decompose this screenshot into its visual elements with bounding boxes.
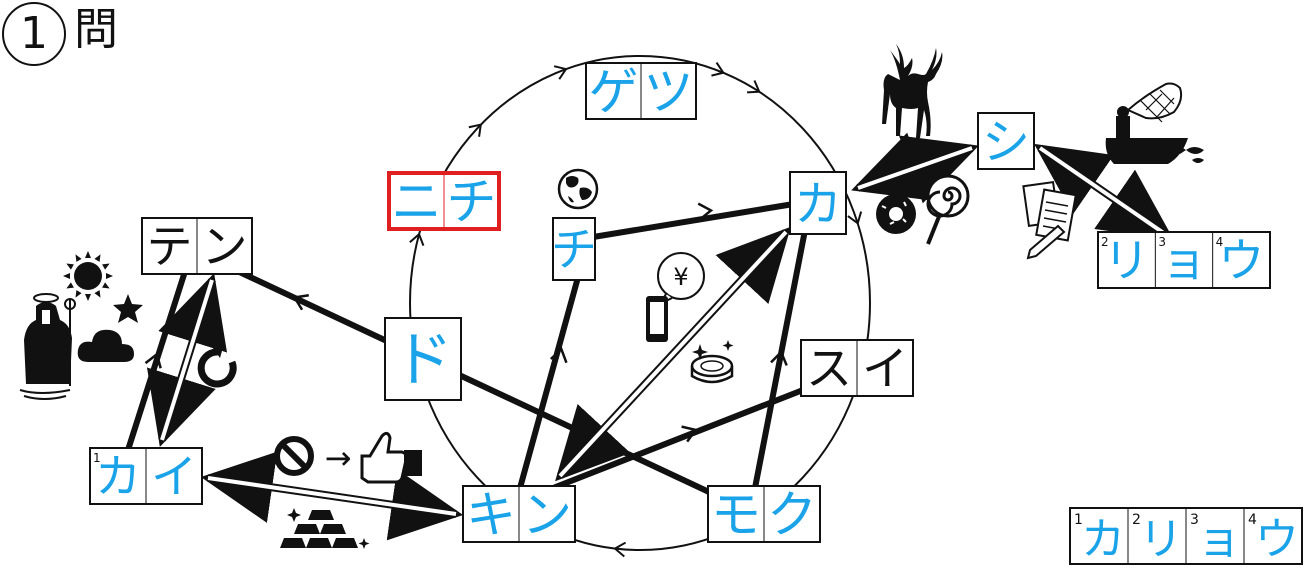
answer-char: リ — [1139, 514, 1183, 565]
smartphone-icon — [646, 296, 668, 342]
relation-arrows — [146, 132, 1174, 541]
direction-chevron — [847, 211, 863, 225]
lollipop-icon — [926, 174, 970, 245]
box-index-number: 3 — [1158, 235, 1166, 249]
arrow-glyph: → — [325, 439, 352, 477]
box-char: カ — [794, 176, 842, 232]
fish-icon — [1180, 146, 1204, 163]
box-char: ウ — [1218, 234, 1264, 288]
word-box-nichi: ニチ — [387, 171, 501, 231]
question-suffix: 問 — [74, 4, 118, 55]
word-box-sui: スイ — [800, 339, 914, 397]
box-char: リ — [1104, 234, 1150, 288]
sparkle-icon — [692, 340, 734, 360]
box-index-number: 4 — [1216, 235, 1224, 249]
answer-index-number: 1 — [1074, 512, 1083, 528]
yen-bubble-icon: ¥ — [657, 252, 705, 307]
box-char: シ — [982, 114, 1030, 170]
line-chi-kin — [517, 267, 583, 491]
word-box-ryou: リ2 ョ3 ウ4 — [1097, 231, 1271, 289]
donut-icon — [876, 194, 916, 234]
word-box-do: ド — [384, 317, 462, 401]
coin-icon — [690, 354, 734, 384]
globe-icon — [557, 168, 599, 210]
fisherman-icon — [1105, 82, 1188, 164]
word-box-moku: モク — [707, 485, 821, 544]
line-ten-moku — [215, 259, 759, 517]
box-char: チ — [447, 173, 497, 231]
direction-chevron — [697, 202, 714, 221]
direction-chevron — [613, 541, 627, 558]
direction-chevron — [711, 62, 725, 77]
arrow-ka-kin — [555, 226, 791, 482]
box-char: イ — [862, 342, 908, 396]
box-char: ス — [806, 342, 852, 396]
answer-index-number: 2 — [1132, 512, 1141, 528]
rotate-icon — [197, 344, 237, 388]
word-box-chi: チ — [551, 217, 597, 281]
box-char: ニ — [392, 173, 442, 231]
thumbs-up-icon — [360, 431, 422, 484]
star-icon — [113, 294, 143, 323]
box-index-number: 1 — [93, 451, 101, 465]
direction-chevron — [468, 123, 482, 137]
word-box-ten: テン — [141, 217, 253, 275]
gold-bars-icon — [280, 508, 370, 549]
box-char: ド — [393, 326, 453, 396]
cloud-icon — [77, 329, 134, 362]
direction-chevron — [747, 80, 761, 94]
answer-box: カ1 リ2 ョ3 ウ4 — [1069, 507, 1303, 565]
question-number-circle: 1 — [2, 2, 66, 66]
direction-chevron — [292, 294, 309, 311]
deer-icon — [882, 44, 943, 138]
answer-char: カ — [1081, 514, 1125, 565]
arrow-ka-shi — [851, 132, 979, 204]
box-char: キ — [466, 486, 516, 544]
pencil-icon — [1026, 224, 1066, 260]
answer-char: ウ — [1255, 514, 1299, 565]
sun-icon — [63, 251, 113, 301]
answer-index-number: 3 — [1190, 512, 1199, 528]
box-char: ョ — [1161, 234, 1207, 288]
word-box-ka: カ — [789, 171, 847, 235]
direction-chevron — [553, 65, 568, 80]
question-number: 1 — [20, 8, 48, 59]
cycle-circle — [409, 55, 871, 558]
box-char: ン — [522, 486, 572, 544]
arrow-shi-ryou — [1034, 143, 1174, 241]
line-ka-moku — [752, 222, 809, 491]
moon-icon — [630, 12, 660, 56]
yen-symbol: ¥ — [673, 263, 688, 291]
box-char: モ — [711, 486, 761, 544]
saint-icon — [19, 293, 76, 400]
box-char: ツ — [644, 63, 694, 121]
word-box-kin: キン — [462, 485, 576, 544]
arrow-right-icon: → — [325, 439, 352, 477]
box-char: ク — [767, 486, 817, 544]
arrow-kai-kin — [200, 451, 464, 541]
box-char: チ — [551, 223, 597, 277]
box-char: テ — [147, 220, 193, 274]
word-box-shi: シ — [977, 112, 1035, 170]
box-char: カ — [95, 450, 141, 504]
box-char: ゲ — [589, 63, 639, 121]
arrow-ten-kai — [146, 273, 228, 447]
box-char: ン — [202, 220, 248, 274]
direction-chevron — [409, 232, 425, 246]
documents-icon — [1022, 180, 1077, 242]
answer-char: ョ — [1197, 514, 1241, 565]
box-char: イ — [151, 450, 197, 504]
box-index-number: 2 — [1101, 235, 1109, 249]
answer-index-number: 4 — [1248, 512, 1257, 528]
word-box-kai: カ1 イ — [89, 447, 203, 505]
question-header: 1 問 — [0, 0, 140, 80]
cycle-direction-marks — [409, 62, 865, 558]
prohibited-icon — [274, 436, 314, 476]
word-box-getsu: ゲツ — [585, 62, 697, 121]
